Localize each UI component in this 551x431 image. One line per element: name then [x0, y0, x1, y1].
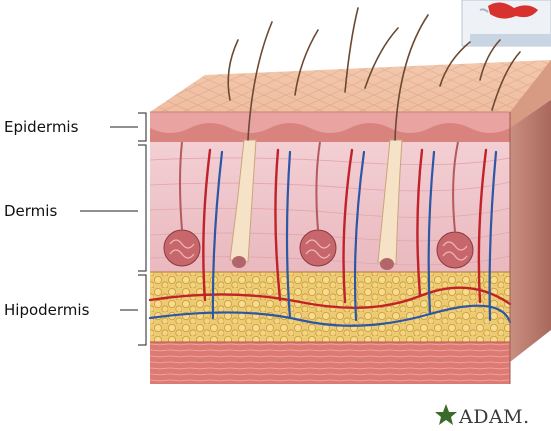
- adam-logo: ADAM.: [435, 404, 530, 428]
- label-epidermis: Epidermis: [4, 118, 79, 136]
- logo-text: ADAM.: [458, 406, 530, 428]
- logo-star-icon: [435, 404, 457, 425]
- muscle-layer: [150, 342, 510, 384]
- corner-badge-image: [462, 0, 551, 46]
- skin-surface: [150, 60, 551, 112]
- block-side-face: [510, 60, 551, 362]
- label-brackets: [80, 113, 146, 345]
- epidermis-layer: [150, 112, 510, 142]
- label-hypodermis: Hipodermis: [4, 301, 90, 319]
- label-dermis: Dermis: [4, 202, 57, 220]
